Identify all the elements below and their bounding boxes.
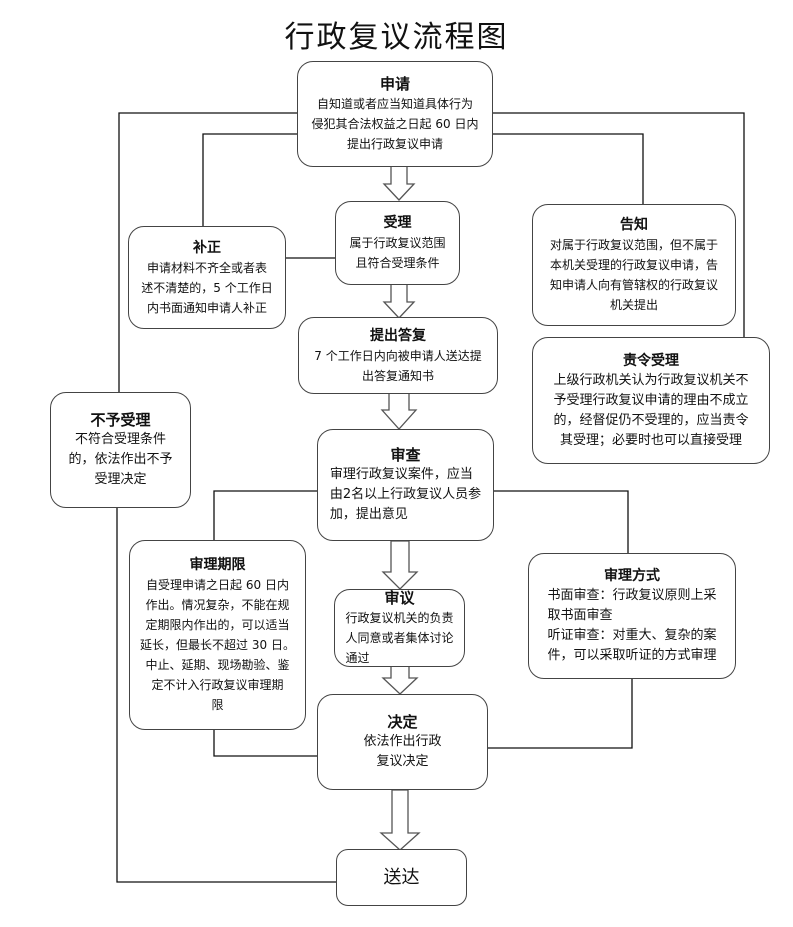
arrow-deliberate-decision (381, 665, 419, 695)
node-accept: 受理 属于行政复议范围 且符合受理条件 (335, 201, 460, 285)
node-notify: 告知 对属于行政复议范围，但不属于 本机关受理的行政复议申请，告 知申请人向有管… (532, 204, 736, 326)
connector-apply-supplement (202, 133, 298, 226)
arrow-accept-reply (382, 283, 416, 319)
node-reply-body: 7 个工作日内向被申请人送达提 出答复通知书 (314, 348, 482, 383)
node-method: 审理方式 书面审查：行政复议原则上采 取书面审查 听证审查：对重大、复杂的案 件… (528, 553, 736, 679)
connector-apply-notify (492, 133, 644, 204)
arrow-apply-accept (382, 165, 416, 201)
node-period-body: 自受理申请之日起 60 日内 作出。情况复杂，不能在规 定期限内作出的，可以适当… (140, 578, 295, 712)
connector-review-period (213, 490, 318, 540)
connector-method-decision (487, 678, 633, 749)
node-period: 审理期限 自受理申请之日起 60 日内 作出。情况复杂，不能在规 定期限内作出的… (129, 540, 306, 730)
node-deliberate-body: 行政复议机关的负责 人同意或者集体讨论 通过 (345, 611, 454, 665)
connector-reject-deliver (116, 508, 336, 883)
node-decision-heading: 决定 (387, 713, 418, 731)
node-method-body: 书面审查：行政复议原则上采 取书面审查 听证审查：对重大、复杂的案 件，可以采取… (547, 588, 717, 663)
diagram-title: 行政复议流程图 (284, 20, 509, 55)
connector-apply-order (492, 112, 745, 337)
node-review-body: 审理行政复议案件，应当 由2名以上行政复议人员参 加，提出意见 (329, 467, 482, 522)
node-method-heading: 审理方式 (604, 568, 660, 584)
node-supplement-heading: 补正 (193, 239, 221, 256)
node-reply: 提出答复 7 个工作日内向被申请人送达提 出答复通知书 (298, 317, 498, 394)
node-review: 审查 审理行政复议案件，应当 由2名以上行政复议人员参 加，提出意见 (317, 429, 494, 541)
arrow-decision-deliver (379, 789, 421, 851)
node-supplement-body: 申请材料不齐全或者表 述不清楚的，5 个工作日 内书面通知申请人补正 (141, 260, 273, 315)
node-reject: 不予受理 不符合受理条件 的，依法作出不予 受理决定 (50, 392, 191, 508)
node-supplement: 补正 申请材料不齐全或者表 述不清楚的，5 个工作日 内书面通知申请人补正 (128, 226, 286, 329)
node-reject-heading: 不予受理 (90, 411, 151, 429)
node-reject-body: 不符合受理条件 的，依法作出不予 受理决定 (68, 432, 173, 487)
node-notify-heading: 告知 (620, 217, 648, 233)
node-order-accept: 责令受理 上级行政机关认为行政复议机关不 予受理行政复议申请的理由不成立 的，经… (532, 337, 770, 464)
connector-period-decision (213, 729, 317, 757)
node-review-heading: 审查 (390, 446, 421, 464)
node-reply-heading: 提出答复 (370, 327, 426, 344)
node-deliberate: 审议 行政复议机关的负责 人同意或者集体讨论 通过 (334, 589, 465, 667)
node-deliver-heading: 送达 (383, 866, 420, 888)
node-deliver: 送达 (336, 849, 467, 906)
node-apply-heading: 申请 (379, 75, 410, 93)
arrow-reply-review (380, 392, 418, 430)
node-apply: 申请 自知道或者应当知道具体行为 侵犯其合法权益之日起 60 日内 提出行政复议… (297, 61, 493, 167)
node-decision: 决定 依法作出行政 复议决定 (317, 694, 488, 790)
node-accept-body: 属于行政复议范围 且符合受理条件 (349, 236, 446, 270)
node-period-heading: 审理期限 (189, 557, 246, 573)
node-order-accept-heading: 责令受理 (623, 352, 679, 369)
connector-apply-reject (118, 112, 298, 392)
connector-review-method (493, 490, 629, 553)
node-decision-body: 依法作出行政 复议决定 (363, 734, 442, 769)
arrow-review-deliberate (381, 540, 419, 590)
node-deliberate-heading: 审议 (384, 589, 415, 607)
node-order-accept-body: 上级行政机关认为行政复议机关不 予受理行政复议申请的理由不成立 的，经督促仍不受… (553, 372, 749, 448)
node-apply-body: 自知道或者应当知道具体行为 侵犯其合法权益之日起 60 日内 提出行政复议申请 (311, 97, 479, 151)
node-accept-heading: 受理 (383, 215, 412, 231)
node-notify-body: 对属于行政复议范围，但不属于 本机关受理的行政复议申请，告 知申请人向有管辖权的… (549, 238, 718, 312)
